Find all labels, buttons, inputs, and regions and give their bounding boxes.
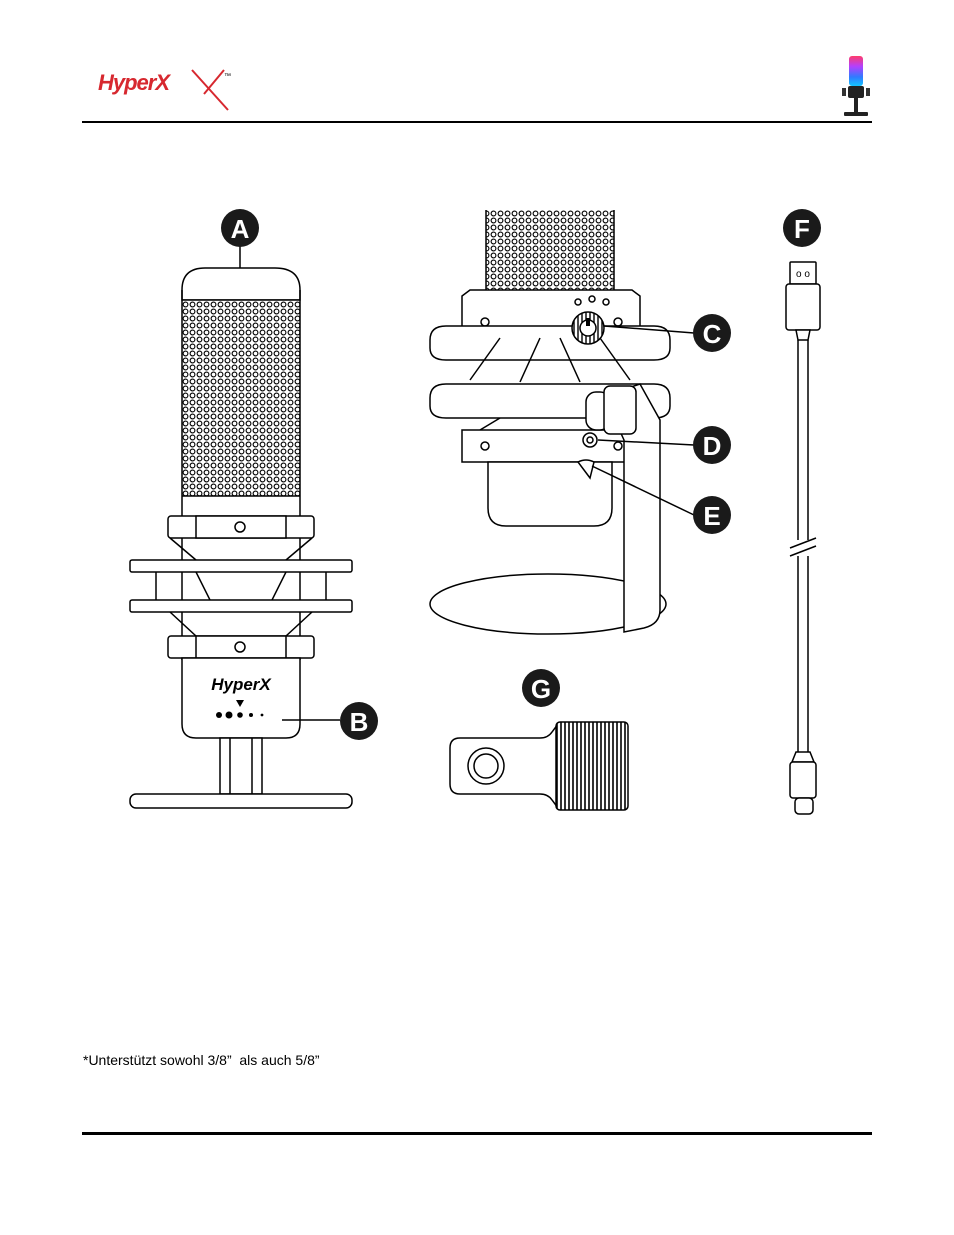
- callout-e: E: [693, 496, 731, 534]
- gain-led-indicator: [216, 700, 264, 719]
- hyperx-logo: HyperX ™: [98, 69, 231, 111]
- header-rule: [82, 121, 872, 123]
- microphone-side-view: [429, 210, 671, 635]
- callout-b: B: [340, 702, 378, 740]
- callout-a: A: [221, 209, 259, 247]
- mic-logo-text: HyperX: [211, 675, 272, 694]
- svg-text:B: B: [350, 707, 369, 737]
- svg-text:A: A: [231, 214, 250, 244]
- usb-cable: [785, 261, 821, 815]
- callout-d: D: [693, 426, 731, 464]
- footnote: *Unterstützt sowohl 3/8” als auch 5/8”: [83, 1052, 320, 1068]
- svg-text:E: E: [703, 501, 720, 531]
- svg-text:C: C: [703, 319, 722, 349]
- callout-c: C: [693, 314, 731, 352]
- trademark-symbol: ™: [224, 73, 231, 80]
- mount-adapter: [449, 721, 629, 811]
- rgb-microphone-icon: [842, 56, 870, 116]
- usb-plug-mark: o o: [796, 269, 810, 280]
- callout-f: F: [783, 209, 821, 247]
- logo-wordmark: HyperX: [98, 70, 171, 95]
- leader-lines: [239, 246, 695, 721]
- svg-text:G: G: [531, 674, 551, 704]
- svg-text:D: D: [703, 431, 722, 461]
- footer-rule: [82, 1132, 872, 1135]
- mic-grille: [182, 300, 300, 496]
- microphone-front-view: [129, 267, 353, 809]
- callout-g: G: [522, 669, 560, 707]
- svg-text:F: F: [794, 214, 810, 244]
